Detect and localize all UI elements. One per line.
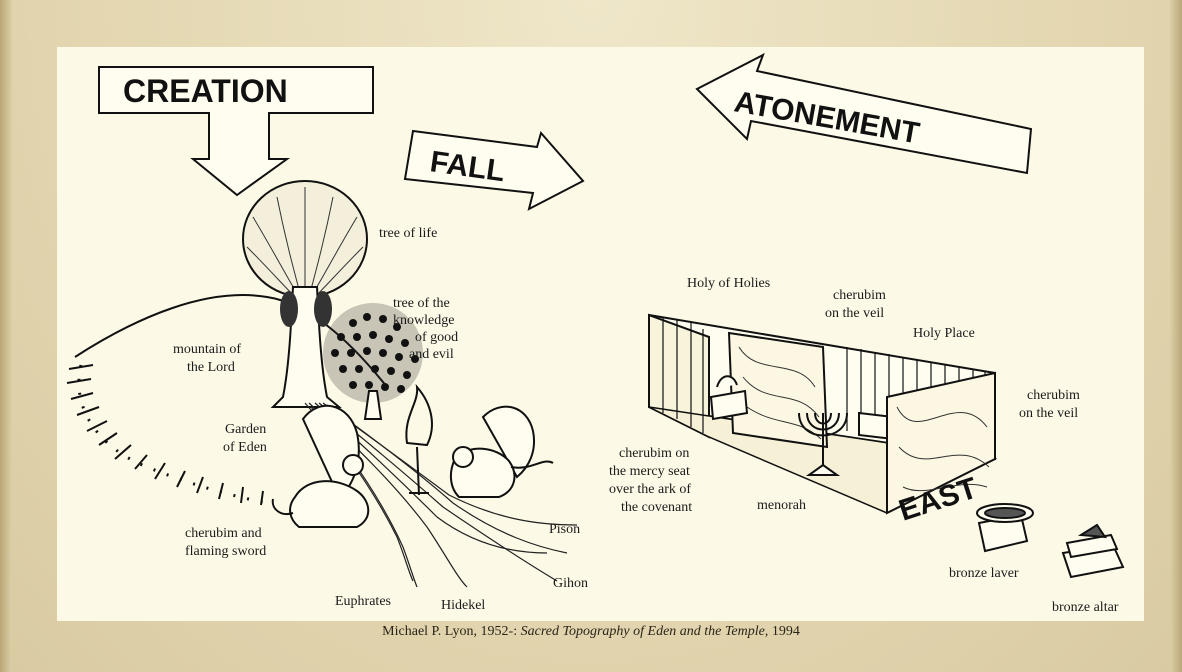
atonement-arrow: ATONEMENT (697, 55, 1031, 173)
label-knowledge-4: and evil (409, 347, 454, 362)
label-cherubim-sword-1: cherubim and (185, 526, 262, 541)
slide-left-edge (0, 0, 12, 672)
label-tree-of-life: tree of life (379, 226, 437, 241)
figure-caption: Michael P. Lyon, 1952-: Sacred Topograph… (0, 624, 1182, 640)
label-holy-place: Holy Place (913, 326, 975, 341)
label-garden-1: Garden (225, 422, 266, 437)
label-cherubim-sword-2: flaming sword (185, 544, 266, 559)
label-cherubim-veil-right-2: on the veil (1019, 406, 1078, 421)
label-mercy-seat-1: cherubim on (619, 446, 689, 461)
cherubim-left (273, 406, 369, 527)
label-pison: Pison (549, 522, 580, 537)
caption-title: Sacred Topography of Eden and the Temple (521, 624, 765, 639)
label-mercy-seat-3: over the ark of (609, 482, 691, 497)
label-bronze-laver: bronze laver (949, 566, 1019, 581)
caption-year: , 1994 (765, 624, 800, 639)
label-bronze-altar: bronze altar (1052, 600, 1119, 615)
inner-veil (729, 333, 827, 447)
creation-label: CREATION (123, 73, 288, 109)
label-knowledge-1: tree of the (393, 296, 450, 311)
caption-author: Michael P. Lyon, 1952-: (382, 624, 520, 639)
illustration-panel: CREATION FALL ATONEMENT (57, 47, 1144, 621)
label-mountain-1: mountain of (173, 342, 241, 357)
label-mountain-2: the Lord (187, 360, 235, 375)
bronze-altar (1063, 525, 1123, 577)
label-holy-of-holies: Holy of Holies (687, 276, 770, 291)
label-cherubim-veil-top-2: on the veil (825, 306, 884, 321)
label-garden-2: of Eden (223, 440, 267, 455)
label-knowledge-2: knowledge (393, 313, 454, 328)
bronze-laver (977, 504, 1033, 551)
illustration-svg: CREATION FALL ATONEMENT (57, 47, 1144, 621)
label-cherubim-veil-right-1: cherubim (1027, 388, 1080, 403)
label-euphrates: Euphrates (335, 594, 391, 609)
label-menorah: menorah (757, 498, 806, 513)
label-mercy-seat-2: the mercy seat (609, 464, 690, 479)
creation-arrow: CREATION (99, 67, 373, 195)
cherubim-right (451, 407, 553, 497)
label-hidekel: Hidekel (441, 598, 485, 613)
label-mercy-seat-4: the covenant (621, 500, 692, 515)
temple-scene: EAST Holy of Holies cherubim on the veil… (609, 276, 1123, 615)
slide-right-edge (1170, 0, 1182, 672)
fall-arrow: FALL (405, 131, 583, 209)
label-knowledge-3: of good (415, 330, 458, 345)
label-gihon: Gihon (553, 576, 588, 591)
eden-scene: tree of life tree of the knowledge of go… (67, 181, 588, 613)
label-cherubim-veil-top-1: cherubim (833, 288, 886, 303)
